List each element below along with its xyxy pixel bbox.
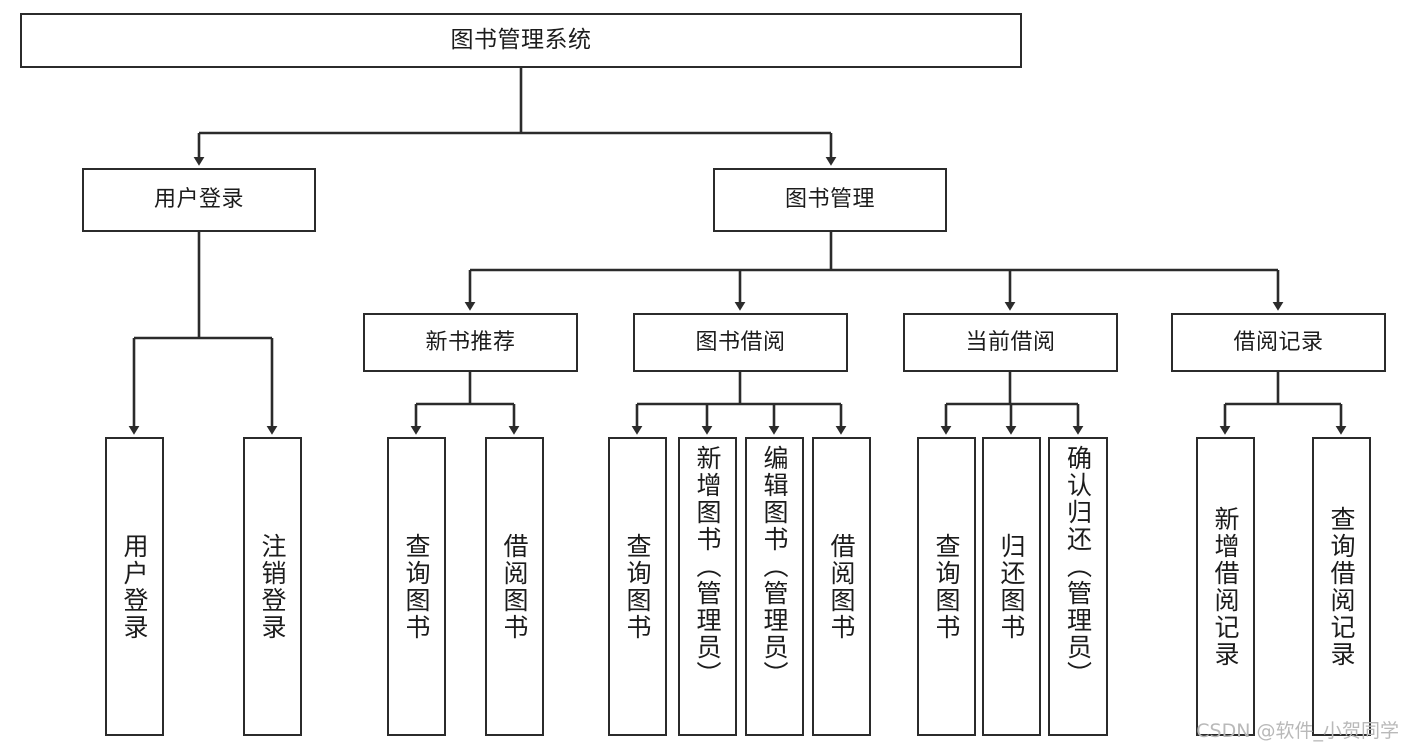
node-book-management-label: 图书管理 — [784, 187, 875, 213]
leaf-user-login-label: 用户登录 — [120, 532, 149, 641]
leaf-return-book-label: 归还图书 — [997, 532, 1026, 641]
leaf-add-record-label: 新增借阅记录 — [1211, 505, 1240, 668]
leaf-logout-login-label: 注销登录 — [258, 532, 287, 641]
node-new-book-recommend-label: 新书推荐 — [425, 329, 516, 355]
leaf-query-record-label: 查询借阅记录 — [1327, 505, 1356, 668]
node-root[interactable]: 图书管理系统 — [20, 13, 1022, 68]
leaf-query-book-1[interactable]: 查询图书 — [387, 437, 446, 736]
csdn-watermark: CSDN @软件_小贺同学 — [1196, 720, 1399, 742]
node-borrow-record[interactable]: 借阅记录 — [1171, 313, 1386, 372]
leaf-query-record[interactable]: 查询借阅记录 — [1312, 437, 1371, 736]
node-new-book-recommend[interactable]: 新书推荐 — [363, 313, 578, 372]
leaf-add-record[interactable]: 新增借阅记录 — [1196, 437, 1255, 736]
leaf-edit-book-label: 编辑图书（管理员） — [760, 445, 789, 688]
leaf-confirm-return[interactable]: 确认归还（管理员） — [1048, 437, 1108, 736]
leaf-return-book[interactable]: 归还图书 — [982, 437, 1041, 736]
node-book-borrow-label: 图书借阅 — [695, 329, 786, 355]
leaf-add-book-label: 新增图书（管理员） — [693, 445, 722, 688]
leaf-confirm-return-label: 确认归还（管理员） — [1063, 445, 1093, 688]
leaf-user-login[interactable]: 用户登录 — [105, 437, 164, 736]
leaf-borrow-book-2[interactable]: 借阅图书 — [812, 437, 871, 736]
node-book-borrow[interactable]: 图书借阅 — [633, 313, 848, 372]
node-book-management[interactable]: 图书管理 — [713, 168, 947, 232]
node-user-login-label: 用户登录 — [153, 187, 244, 213]
leaf-query-book-3-label: 查询图书 — [932, 532, 961, 641]
node-current-borrow[interactable]: 当前借阅 — [903, 313, 1118, 372]
node-user-login[interactable]: 用户登录 — [82, 168, 316, 232]
leaf-query-book-3[interactable]: 查询图书 — [917, 437, 976, 736]
node-root-label: 图书管理系统 — [450, 26, 592, 53]
leaf-logout-login[interactable]: 注销登录 — [243, 437, 302, 736]
leaf-edit-book[interactable]: 编辑图书（管理员） — [745, 437, 804, 736]
leaf-borrow-book-1[interactable]: 借阅图书 — [485, 437, 544, 736]
leaf-query-book-1-label: 查询图书 — [402, 532, 431, 641]
node-current-borrow-label: 当前借阅 — [965, 329, 1056, 355]
leaf-query-book-2-label: 查询图书 — [623, 532, 652, 641]
leaf-query-book-2[interactable]: 查询图书 — [608, 437, 667, 736]
leaf-borrow-book-2-label: 借阅图书 — [827, 532, 856, 641]
node-borrow-record-label: 借阅记录 — [1233, 329, 1324, 355]
leaf-borrow-book-1-label: 借阅图书 — [500, 532, 529, 641]
leaf-add-book[interactable]: 新增图书（管理员） — [678, 437, 737, 736]
